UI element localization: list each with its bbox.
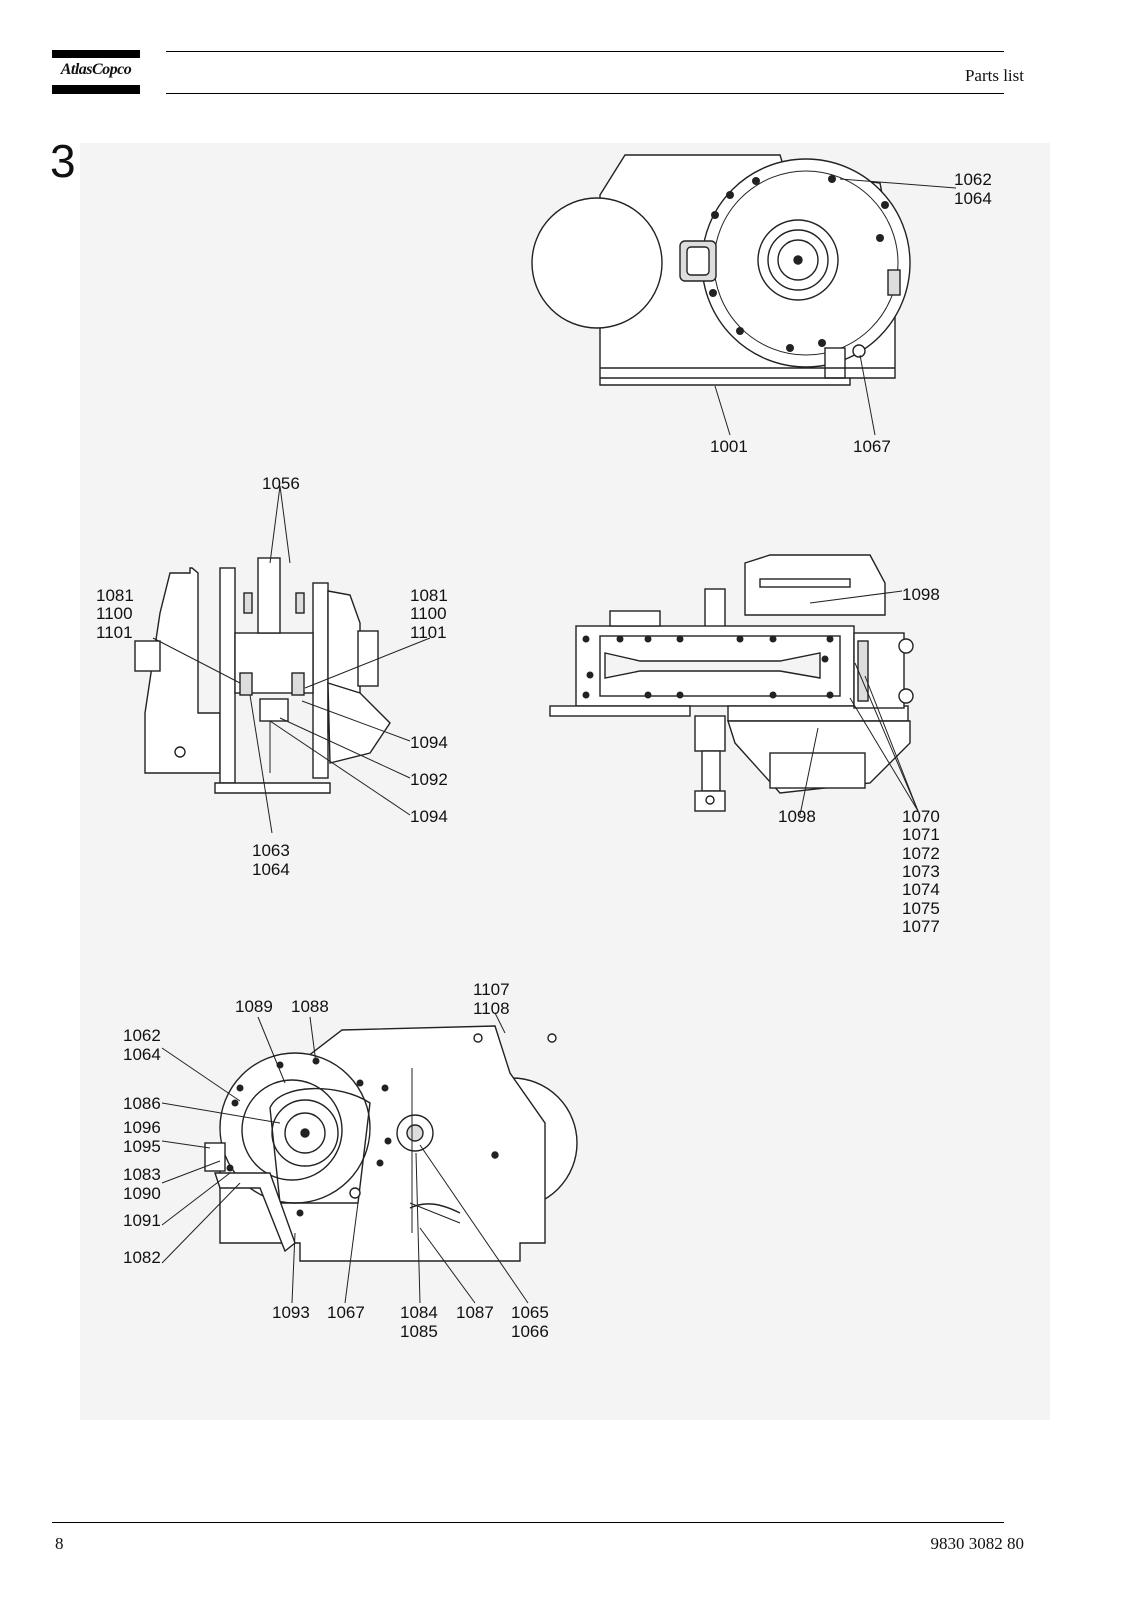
callout-1077: 1077 [902,917,940,936]
callout-1094-a: 1094 [410,733,448,752]
page-number: 8 [55,1534,64,1553]
callout-1074: 1074 [902,880,940,899]
callout-1093: 1093 [272,1303,310,1322]
header-title: Parts list [964,66,1024,85]
callout-1088: 1088 [291,997,329,1016]
callout-1063: 1063 [252,841,290,860]
callout-1101-right: 1101 [410,623,447,642]
callout-1064-c: 1064 [123,1045,161,1064]
document-number: 9830 3082 80 [930,1534,1025,1553]
callout-1087: 1087 [456,1303,494,1322]
callout-1086: 1086 [123,1094,161,1113]
view-middle-left [134,485,431,834]
callout-1085: 1085 [400,1322,438,1341]
footer-rule [52,1522,1004,1523]
logo-bar-bottom [52,85,140,94]
callout-1108: 1108 [473,999,510,1018]
callout-1067-a: 1067 [853,437,891,456]
view-top-right [531,154,957,436]
parts-exploded-figure: 1062 1064 1001 1067 1056 1081 1100 1101 … [80,143,1050,1420]
callout-1056: 1056 [262,474,300,493]
callout-1094-b: 1094 [410,807,448,826]
callout-1091: 1091 [123,1211,161,1230]
atlas-copco-logo: AtlasCopco [52,50,140,94]
callout-1083: 1083 [123,1165,161,1184]
callout-1073: 1073 [902,862,940,881]
callout-1062-b: 1062 [123,1026,161,1045]
callout-1081-right: 1081 [410,586,448,605]
callout-1001: 1001 [710,437,748,456]
callout-1075: 1075 [902,899,940,918]
callout-1101-left: 1101 [96,623,133,642]
callout-1064-b: 1064 [252,860,290,879]
callout-1090: 1090 [123,1184,161,1203]
callout-1107: 1107 [473,980,510,999]
callout-1070: 1070 [902,807,940,826]
view-bottom-left [161,1012,578,1304]
logo-text: AtlasCopco [60,61,132,78]
callout-1072: 1072 [902,844,940,863]
callout-1096: 1096 [123,1118,161,1137]
callout-1067-b: 1067 [327,1303,365,1322]
header-rule-bottom [166,93,1004,94]
section-number: 3 [50,135,76,187]
header-rule-top [166,51,1004,52]
callout-1089: 1089 [235,997,273,1016]
figure-svg: 1062 1064 1001 1067 1056 1081 1100 1101 … [80,143,1050,1420]
callout-1092: 1092 [410,770,448,789]
callout-1098-a: 1098 [902,585,940,604]
logo-bar-top [52,50,140,58]
callout-1100-left: 1100 [96,604,133,623]
callout-1100-right: 1100 [410,604,447,623]
callout-1062-1064-a-2: 1064 [954,189,992,208]
callout-1098-b: 1098 [778,807,816,826]
callout-1071: 1071 [902,825,940,844]
callout-1062-1064-a: 1062 [954,170,992,189]
callout-1095: 1095 [123,1137,161,1156]
callout-1081-left: 1081 [96,586,134,605]
callout-1084: 1084 [400,1303,438,1322]
callout-1082: 1082 [123,1248,161,1267]
callout-1066: 1066 [511,1322,549,1341]
view-middle-right [549,554,919,816]
callout-1065: 1065 [511,1303,549,1322]
